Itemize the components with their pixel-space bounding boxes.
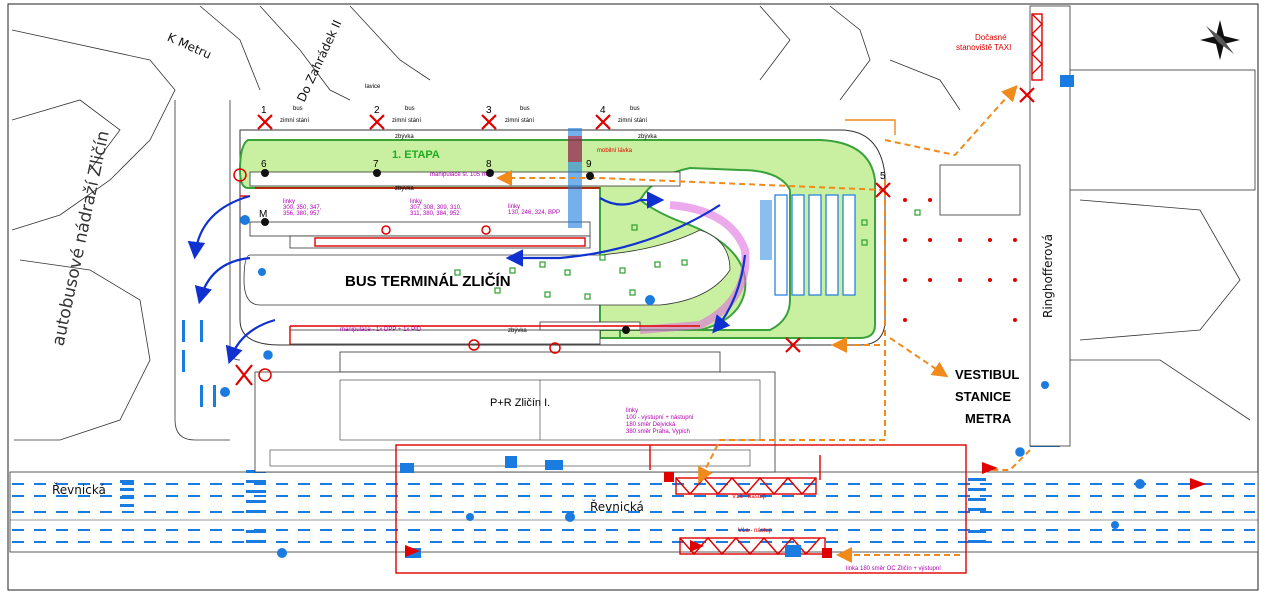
vestibule-line-3: METRA <box>965 411 1012 426</box>
platform-label-4: zbývka <box>508 328 527 334</box>
stop-number-9: 9 <box>586 159 592 170</box>
stop-number-6: 6 <box>261 159 267 170</box>
closed-stops <box>235 87 1035 386</box>
buildings-left <box>11 5 961 441</box>
north-arrow-icon <box>1200 20 1240 60</box>
v1a-upper: V1a - nástup <box>732 494 767 500</box>
map-title: BUS TERMINÁL ZLIČÍN <box>345 273 511 290</box>
road-ringhofferova <box>1029 5 1071 447</box>
vestibule-line-2: STANICE <box>955 389 1012 404</box>
bus-label-4: bus <box>630 106 640 112</box>
taxi-line-2: stanoviště TAXI <box>956 43 1012 52</box>
stop-number-3: 3 <box>486 105 492 116</box>
platform-label-2: zbývka <box>638 134 657 140</box>
closure-lines <box>240 187 967 574</box>
red-markers <box>405 462 1206 558</box>
stop-number-7: 7 <box>373 159 379 170</box>
buildings-right <box>939 69 1256 421</box>
line-group-b-2: 307, 308, 309, 310, <box>410 205 462 211</box>
purple-note-4: 380 směr Praha, Vypich <box>626 429 690 435</box>
line-group-a-1: linky <box>283 199 296 205</box>
platform-label-3: zbývka <box>395 186 414 192</box>
winter-label-4: zimní stání <box>618 118 648 124</box>
winter-label-2: zimní stání <box>392 118 422 124</box>
stop-number-m: M <box>259 209 268 220</box>
bench-label: lavice <box>365 84 381 90</box>
road-markings <box>12 483 1255 543</box>
stop-number-2: 2 <box>374 105 380 116</box>
map-frame <box>7 3 1259 591</box>
stop-number-4: 4 <box>600 105 606 116</box>
line-group-a-2: 300, 350, 347, <box>283 205 322 211</box>
platforms <box>243 171 731 373</box>
line-group-a-3: 356, 380, 957 <box>283 211 320 217</box>
bollards <box>903 198 1017 322</box>
bus-label-1: bus <box>293 106 303 112</box>
line-group-c-1: linky <box>508 204 521 210</box>
metro-icons <box>262 349 1026 458</box>
purple-note-3: 180 směr Dejvická <box>626 422 676 428</box>
stop-number-5: 5 <box>880 171 886 182</box>
construction-curve <box>639 201 750 334</box>
taxi-line-1: Dočasné <box>975 33 1007 42</box>
platform-label-1: zbývka <box>395 134 414 140</box>
purple-note-1: linky <box>626 408 639 414</box>
v1a-lower: V1a - nástup <box>738 528 773 534</box>
bottom-note: linka 180 směr OC Zličín + výstupní <box>846 566 941 572</box>
vestibule-line-1: VESTIBUL <box>955 367 1020 382</box>
stop-signs <box>233 168 561 382</box>
parking-label: P+R Zličín I. <box>490 397 551 409</box>
stop-number-8: 8 <box>486 159 492 170</box>
purple-note-2: 100 - výstupní + nástupní <box>626 415 694 421</box>
bus-label-3: bus <box>520 106 530 112</box>
trees <box>454 209 921 300</box>
street-revnicka-mid: Řevnická <box>590 500 644 514</box>
bus-label-2: bus <box>405 106 415 112</box>
line-group-b-1: linky <box>410 199 423 205</box>
stop-markers <box>261 169 630 334</box>
detour-routes <box>496 85 1031 563</box>
line-group-b-3: 311, 380, 384, 952 <box>410 211 460 217</box>
left-road-marks <box>182 320 216 407</box>
street-revnicka-left: Řevnická <box>52 483 106 497</box>
mobile-bridge-label: mobilní lávka <box>597 148 633 154</box>
bus-routes <box>187 191 747 365</box>
manipulation-top: manipulace sl. 105 m <box>430 172 487 178</box>
stop-number-1: 1 <box>261 105 267 116</box>
line-group-c-2: 130, 246, 324, BPP <box>508 210 561 216</box>
orange-edge <box>845 119 896 135</box>
stage-label: 1. ETAPA <box>392 149 440 161</box>
terminal-loop <box>239 129 886 346</box>
street-ringhofferova: Ringhofferová <box>1040 234 1055 318</box>
parking-area <box>254 371 776 473</box>
manipulation-bottom: manipulace - 1x DPP + 1x PID <box>340 327 422 333</box>
winter-label-3: zimní stání <box>505 118 535 124</box>
bus-bays <box>774 194 856 296</box>
winter-label-1: zimní stání <box>280 118 310 124</box>
